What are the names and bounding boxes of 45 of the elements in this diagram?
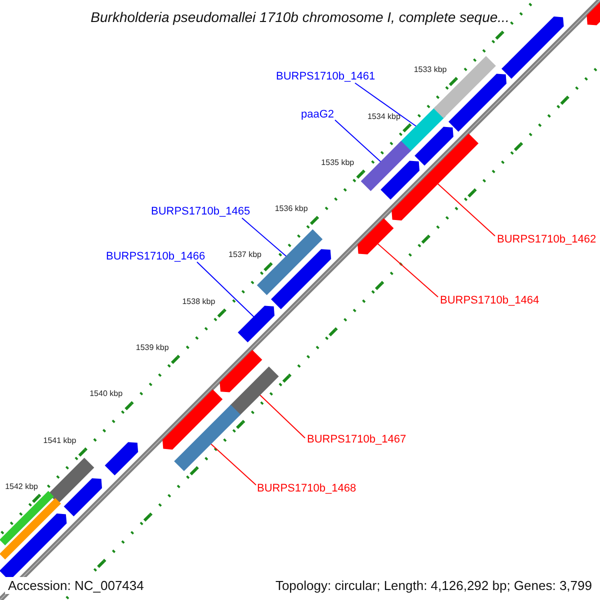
tick-label: 1533 kbp bbox=[414, 66, 447, 74]
tick-label: 1541 kbp bbox=[43, 436, 76, 445]
gene-block bbox=[414, 126, 454, 166]
gene-block bbox=[434, 56, 496, 118]
gene-block bbox=[0, 498, 61, 560]
gene-block bbox=[238, 306, 274, 342]
gene-block bbox=[220, 350, 262, 392]
gene-block bbox=[0, 490, 54, 546]
gene-block bbox=[380, 160, 420, 200]
gene-block bbox=[104, 442, 138, 476]
tick-label: 1536 kbp bbox=[274, 205, 308, 214]
map-title: Burkholderia pseudomallei 1710b chromosome I, complete seque... bbox=[90, 10, 510, 24]
tick-label: 1534 kbp bbox=[367, 112, 400, 121]
gene-block bbox=[230, 366, 279, 416]
leader-line bbox=[210, 443, 256, 486]
gene-block bbox=[64, 478, 102, 516]
gene-block bbox=[358, 218, 394, 254]
gene-block bbox=[392, 134, 478, 220]
tick-label: 1540 kbp bbox=[90, 390, 123, 398]
gene-block bbox=[48, 458, 94, 504]
gene-block bbox=[448, 74, 506, 132]
leader-line bbox=[437, 183, 496, 236]
gene-block bbox=[271, 249, 332, 310]
tick-label: 1542 kbp bbox=[5, 483, 38, 492]
gene-label: BURPS1710b_1467 bbox=[307, 434, 406, 446]
gene-label: paaG2 bbox=[301, 110, 334, 120]
leader-line bbox=[242, 218, 287, 257]
leader-line bbox=[334, 120, 382, 162]
leader-line bbox=[354, 82, 417, 127]
leader-line bbox=[259, 394, 306, 438]
gene-block bbox=[174, 404, 241, 472]
gene-label: BURPS1710b_1465 bbox=[151, 206, 250, 218]
gene-block bbox=[360, 140, 411, 192]
tick-label: 1538 kbp bbox=[182, 298, 216, 306]
leader-line bbox=[377, 243, 438, 298]
gene-block bbox=[586, 0, 600, 26]
gene-label: BURPS1710b_1464 bbox=[440, 296, 540, 306]
gene-label: BURPS1710b_1466 bbox=[106, 252, 206, 262]
gene-block bbox=[162, 389, 223, 450]
gene-label: BURPS1710b_1462 bbox=[497, 234, 596, 246]
tick-label: 1539 kbp bbox=[136, 344, 169, 352]
gene-label: BURPS1710b_1468 bbox=[257, 484, 356, 494]
tick-label: 1537 kbp bbox=[228, 251, 262, 260]
leader-line bbox=[196, 262, 254, 318]
gene-label: BURPS1710b_1461 bbox=[276, 72, 376, 82]
